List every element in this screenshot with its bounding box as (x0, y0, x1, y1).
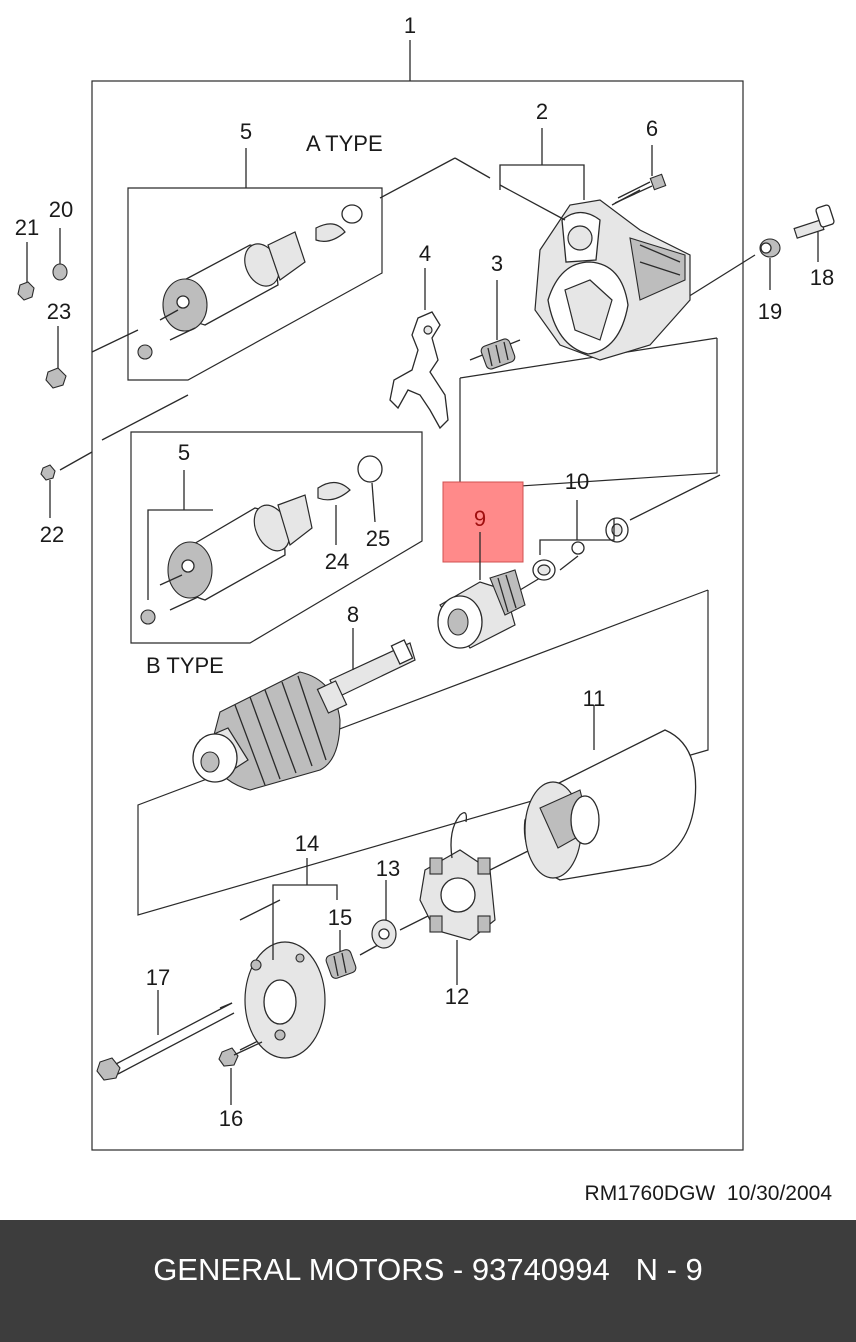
label-part-17: 17 (146, 965, 170, 990)
bolt-6 (614, 173, 667, 204)
stop-ring-10 (532, 517, 629, 581)
nut-23 (45, 367, 67, 389)
through-bolt-18 (793, 204, 835, 239)
nut-22 (40, 464, 56, 481)
label-part-3: 3 (491, 251, 503, 276)
label-part-19: 19 (758, 299, 782, 324)
label-part-6: 6 (646, 116, 658, 141)
b-type-label: B TYPE (146, 653, 224, 678)
screw-16 (218, 1041, 263, 1067)
bearing-15 (325, 949, 357, 979)
yoke-11 (523, 729, 697, 881)
label-part-10: 10 (565, 469, 589, 494)
b-type-box (130, 431, 423, 644)
brush-holder-12 (419, 812, 496, 941)
label-part-2: 2 (536, 99, 548, 124)
washer-13 (371, 919, 397, 949)
label-part-8: 8 (347, 602, 359, 627)
a-type-label: A TYPE (306, 131, 383, 156)
label-part-5b: 5 (178, 440, 190, 465)
label-part-25: 25 (366, 526, 390, 551)
label-part-20: 20 (49, 197, 73, 222)
highlight-part-9 (442, 481, 524, 563)
label-part-24: 24 (325, 549, 349, 574)
label-part-12: 12 (445, 984, 469, 1009)
label-part-18: 18 (810, 265, 834, 290)
bearing-3 (480, 338, 516, 370)
commutator-end-frame-14 (244, 941, 326, 1059)
reference-code: RM1760DGW 10/30/2004 (585, 1182, 833, 1205)
label-part-11: 11 (583, 686, 606, 711)
a-type-box (127, 187, 383, 381)
bushing-19 (759, 238, 781, 258)
shift-lever-4 (389, 311, 449, 430)
label-part-14: 14 (295, 831, 319, 856)
solenoid-a-type (137, 204, 363, 360)
label-part-15: 15 (328, 905, 352, 930)
label-part-16: 16 (219, 1106, 243, 1131)
label-part-22: 22 (40, 522, 64, 547)
footer-bar: GENERAL MOTORS - 93740994 N - 9 (0, 1220, 856, 1342)
through-bolt-17 (96, 1002, 235, 1081)
label-part-23: 23 (47, 299, 71, 324)
solenoid-b-type (140, 455, 383, 625)
parts-diagram: 1 2 3 4 5 5 6 8 9 10 11 12 13 14 15 16 1… (15, 13, 835, 1205)
label-part-13: 13 (376, 856, 400, 881)
armature-8 (192, 639, 416, 791)
footer-part-info: GENERAL MOTORS - 93740994 N - 9 (153, 1252, 703, 1287)
label-part-1: 1 (404, 13, 416, 38)
overrunning-clutch-9 (437, 569, 526, 649)
drive-housing (534, 199, 691, 361)
assembly-frame (91, 80, 744, 1151)
label-part-9: 9 (474, 506, 486, 531)
nut-21 (17, 281, 35, 301)
label-part-21: 21 (15, 215, 39, 240)
nut-20 (52, 263, 68, 281)
label-part-4: 4 (419, 241, 431, 266)
label-part-5a: 5 (240, 119, 252, 144)
